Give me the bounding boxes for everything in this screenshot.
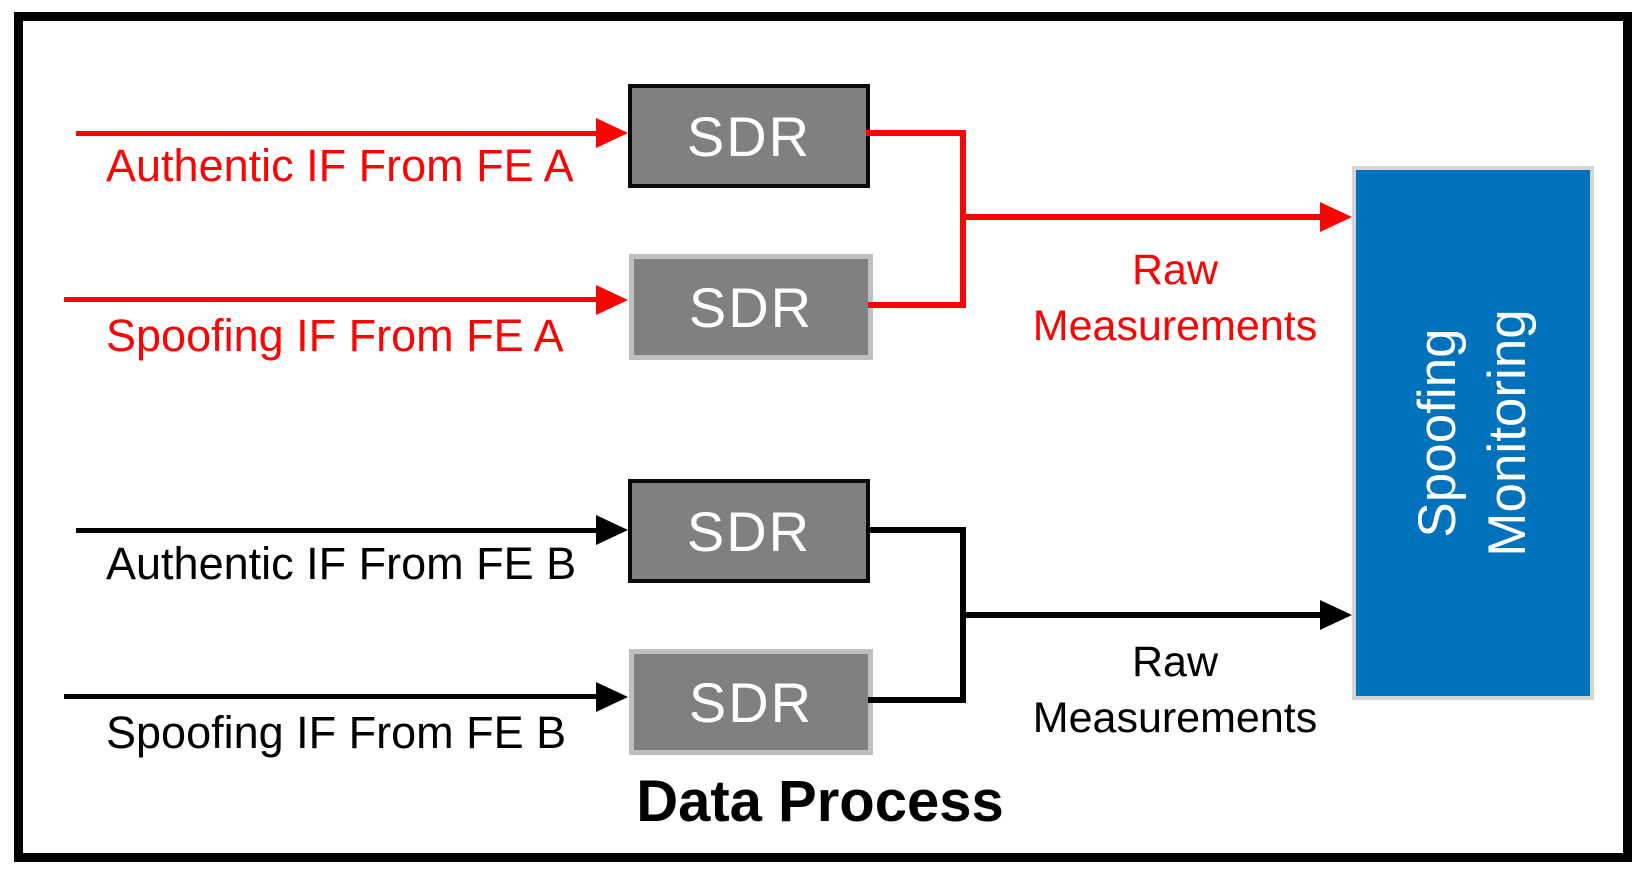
raw-measurements-label-b: Raw Measurements (1010, 634, 1340, 746)
sdr-box-b1: SDR (628, 479, 870, 583)
spoofing-monitoring-box: Spoofing Monitoring (1352, 166, 1594, 700)
diagram-title: Data Process (636, 769, 1004, 834)
raw-measurements-a-line2: Measurements (1032, 302, 1318, 350)
sdr-label-b1: SDR (686, 499, 812, 563)
output-line-a (960, 214, 1324, 220)
input-label-spoofing-b: Spoofing IF From FE B (106, 707, 567, 758)
merge-line-a2 (868, 302, 966, 308)
merge-line-b1 (866, 527, 966, 533)
monitor-label-line2: Monitoring (1478, 309, 1537, 557)
arrowhead-authentic-a-icon (596, 118, 628, 148)
monitor-label-line1: Spoofing (1408, 328, 1468, 538)
output-line-b (960, 612, 1324, 618)
sdr-box-a1: SDR (628, 84, 870, 188)
arrowhead-spoofing-a-icon (596, 285, 628, 315)
input-line-spoofing-b (64, 694, 600, 699)
merge-line-b2 (868, 697, 966, 703)
sdr-box-b2: SDR (629, 649, 873, 755)
merge-line-a1 (866, 130, 966, 136)
arrowhead-output-b-icon (1320, 600, 1352, 630)
outer-border (14, 12, 1632, 862)
arrowhead-authentic-b-icon (596, 515, 628, 545)
arrowhead-output-a-icon (1320, 202, 1352, 232)
raw-measurements-b-line1: Raw (1131, 638, 1219, 686)
raw-measurements-a-line1: Raw (1131, 246, 1219, 294)
input-line-authentic-a (76, 131, 600, 136)
raw-measurements-b-line2: Measurements (1032, 694, 1318, 742)
sdr-label-b2: SDR (688, 670, 814, 734)
input-label-authentic-a: Authentic IF From FE A (106, 140, 574, 191)
raw-measurements-label-a: Raw Measurements (1010, 242, 1340, 354)
sdr-box-a2: SDR (629, 254, 873, 360)
sdr-label-a2: SDR (688, 275, 814, 339)
sdr-label-a1: SDR (686, 104, 812, 168)
input-line-spoofing-a (64, 297, 600, 302)
input-label-authentic-b: Authentic IF From FE B (106, 538, 577, 589)
input-label-spoofing-a: Spoofing IF From FE A (106, 310, 564, 361)
input-line-authentic-b (76, 528, 600, 533)
arrowhead-spoofing-b-icon (596, 682, 628, 712)
spoofing-monitoring-label: Spoofing Monitoring (1403, 309, 1543, 556)
